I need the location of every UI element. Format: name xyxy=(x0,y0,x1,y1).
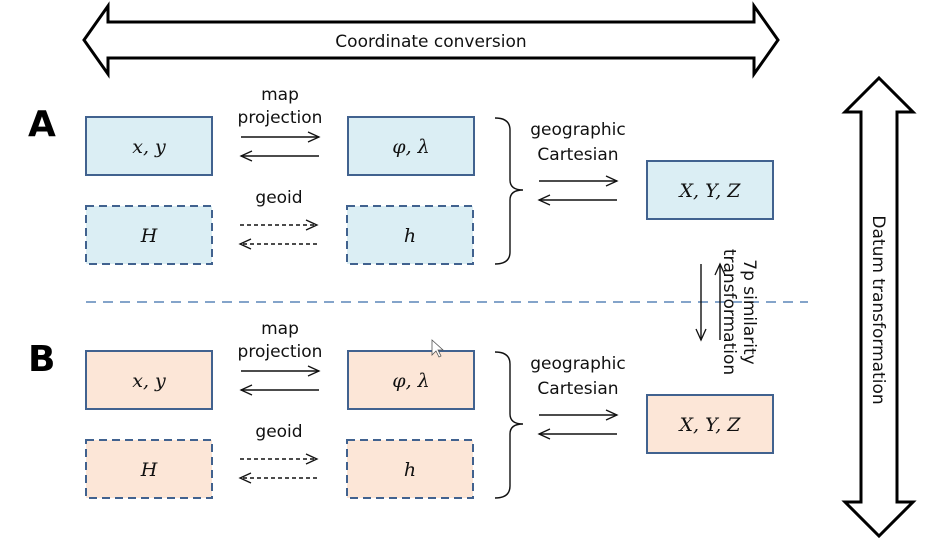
box-a-phi-lambda-label: φ, λ xyxy=(392,136,429,158)
box-a-xy: x, y xyxy=(85,116,213,176)
a-geocart-label-line2: Cartesian xyxy=(537,145,618,165)
b-geoid-label: geoid xyxy=(255,422,302,442)
datum-a-label: A xyxy=(28,104,56,145)
box-b-XYZ: X, Y, Z xyxy=(646,394,774,454)
similarity-transformation: 7p similarity transformation xyxy=(695,249,759,375)
box-a-XYZ-label: X, Y, Z xyxy=(678,180,742,202)
similarity-label-line1: 7p similarity xyxy=(739,259,759,364)
box-b-xy: x, y xyxy=(85,350,213,410)
box-b-phi-lambda-label: φ, λ xyxy=(392,370,429,392)
datum-transformation-label: Datum transformation xyxy=(868,215,888,404)
b-projection-label-line1: map xyxy=(261,319,299,339)
box-b-h: h xyxy=(346,439,474,499)
a-geoid-label: geoid xyxy=(255,188,302,208)
box-b-H-label: H xyxy=(140,459,158,481)
datum-transformation-arrow: Datum transformation xyxy=(841,75,917,539)
b-geocart-label-line2: Cartesian xyxy=(537,379,618,399)
box-a-H-label: H xyxy=(140,225,158,247)
box-b-xy-label: x, y xyxy=(132,370,166,392)
datum-b-group: B x, y φ, λ H h X, Y, Z map projection g… xyxy=(28,319,774,499)
box-a-h-label: h xyxy=(404,225,416,247)
a-brace xyxy=(494,117,524,265)
box-a-XYZ: X, Y, Z xyxy=(646,160,774,220)
datum-b-label: B xyxy=(28,339,55,380)
b-projection-label-line2: projection xyxy=(238,342,323,362)
box-b-XYZ-label: X, Y, Z xyxy=(678,414,742,436)
box-b-phi-lambda: φ, λ xyxy=(347,350,475,410)
a-projection-label-line2: projection xyxy=(238,108,323,128)
box-a-H: H xyxy=(85,205,213,265)
datum-a-group: A x, y φ, λ H h X, Y, Z map projection g… xyxy=(28,85,774,265)
a-geocart-label-line1: geographic xyxy=(530,120,625,140)
b-brace xyxy=(494,351,524,499)
b-geocart-label-line1: geographic xyxy=(530,354,625,374)
box-b-H: H xyxy=(85,439,213,499)
coordinate-conversion-arrow: Coordinate conversion xyxy=(82,1,780,79)
mouse-cursor-icon xyxy=(431,339,445,358)
box-a-phi-lambda: φ, λ xyxy=(347,116,475,176)
box-a-h: h xyxy=(346,205,474,265)
box-a-xy-label: x, y xyxy=(132,136,166,158)
a-projection-label-line1: map xyxy=(261,85,299,105)
box-b-h-label: h xyxy=(404,459,416,481)
coordinate-conversion-label: Coordinate conversion xyxy=(335,32,526,52)
similarity-label-line2: transformation xyxy=(719,249,739,375)
